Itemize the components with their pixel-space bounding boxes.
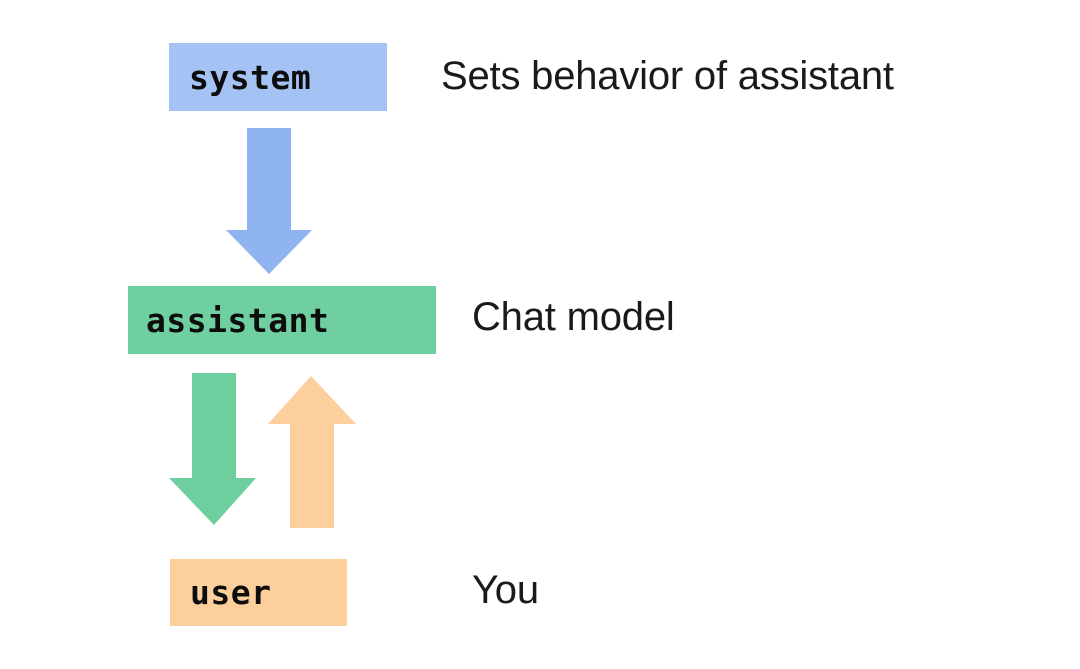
role-label-user: user (190, 573, 272, 612)
role-label-assistant: assistant (146, 300, 330, 340)
arrow-user-to-assistant-icon (268, 376, 356, 528)
arrow-assistant-to-user-icon (169, 373, 256, 525)
arrow-system-to-assistant-icon (226, 128, 312, 274)
description-user: You (472, 568, 539, 612)
role-box-system: system (169, 43, 387, 111)
description-system: Sets behavior of assistant (441, 54, 894, 98)
role-box-user: user (170, 559, 347, 626)
role-label-system: system (189, 57, 312, 97)
description-assistant: Chat model (472, 295, 675, 339)
role-box-assistant: assistant (128, 286, 436, 354)
